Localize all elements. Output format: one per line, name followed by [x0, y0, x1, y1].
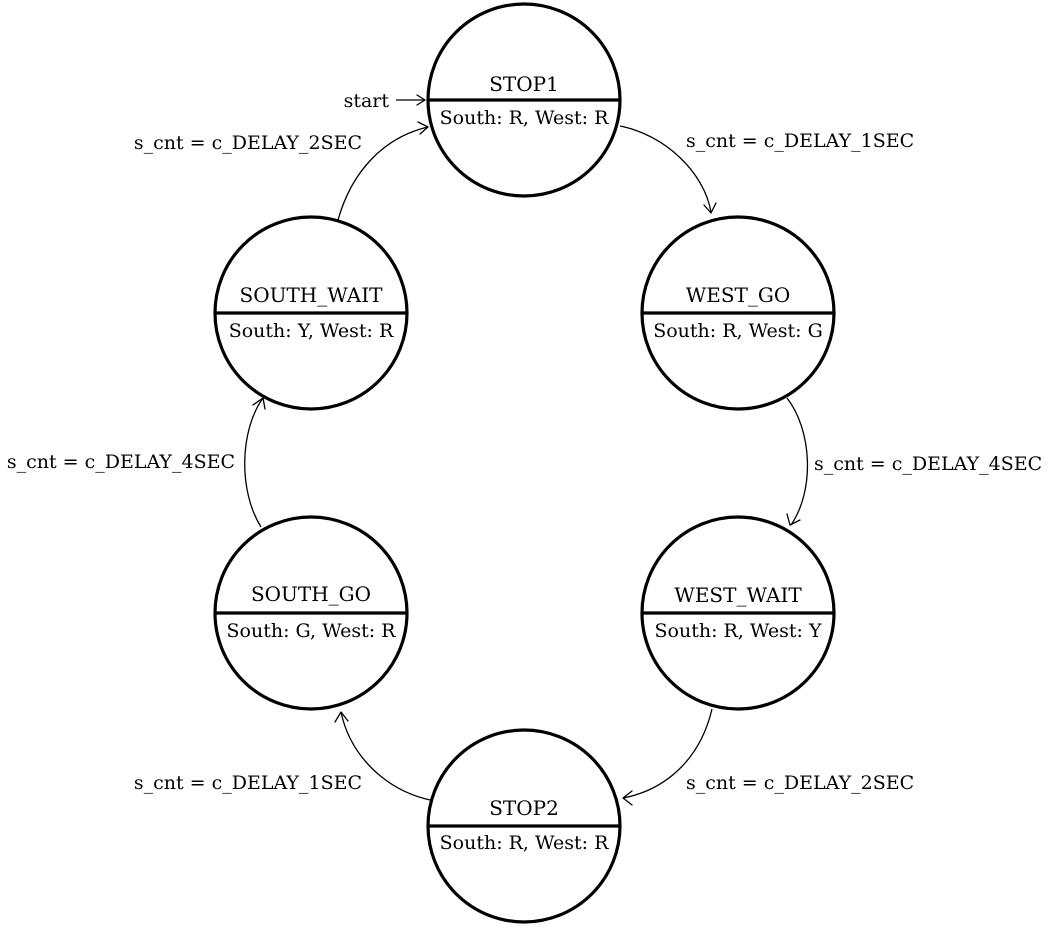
transition-west-wait-to-stop2: s_cnt = c_DELAY_2SEC — [622, 708, 914, 806]
state-south-wait: SOUTH_WAIT South: Y, West: R — [213, 215, 409, 411]
state-name: SOUTH_WAIT — [240, 283, 384, 307]
transition-arrow-head — [703, 202, 717, 214]
state-output: South: R, West: Y — [655, 620, 822, 642]
state-name: WEST_WAIT — [674, 583, 802, 607]
state-name: WEST_GO — [686, 283, 791, 307]
transition-south-wait-to-stop1: s_cnt = c_DELAY_2SEC — [134, 121, 429, 221]
transition-label: s_cnt = c_DELAY_2SEC — [134, 132, 362, 154]
transition-stop2-to-south-go: s_cnt = c_DELAY_1SEC — [134, 711, 431, 801]
transition-stop1-to-west-go: s_cnt = c_DELAY_1SEC — [619, 125, 914, 214]
transition-edge — [244, 397, 264, 528]
transition-label: s_cnt = c_DELAY_4SEC — [814, 453, 1042, 475]
transition-edge — [337, 126, 429, 221]
start-indicator: start — [344, 90, 426, 112]
state-output: South: Y, West: R — [229, 320, 394, 342]
transition-arrow-head — [786, 513, 801, 526]
transition-west-go-to-west-wait: s_cnt = c_DELAY_4SEC — [786, 397, 1042, 526]
state-stop2: STOP2 South: R, West: R — [426, 728, 622, 924]
state-output: South: R, West: R — [440, 832, 609, 854]
state-south-go: SOUTH_GO South: G, West: R — [213, 515, 409, 711]
transition-arrow-head — [252, 397, 266, 410]
state-name: SOUTH_GO — [251, 582, 371, 606]
transition-label: s_cnt = c_DELAY_2SEC — [686, 772, 914, 794]
transition-arrow-head — [417, 121, 429, 135]
state-west-go: WEST_GO South: R, West: G — [640, 215, 836, 411]
transition-label: s_cnt = c_DELAY_4SEC — [7, 451, 235, 473]
state-output: South: R, West: R — [440, 107, 609, 129]
state-output: South: R, West: G — [653, 320, 823, 342]
transition-edge — [786, 397, 809, 526]
state-name: STOP2 — [489, 796, 559, 820]
state-name: STOP1 — [489, 72, 559, 96]
start-label: start — [344, 90, 390, 112]
transition-edge — [619, 125, 712, 213]
state-output: South: G, West: R — [227, 620, 397, 642]
transition-label: s_cnt = c_DELAY_1SEC — [134, 772, 362, 794]
transition-arrow-head — [622, 790, 633, 806]
transition-label: s_cnt = c_DELAY_1SEC — [686, 130, 914, 152]
state-west-wait: WEST_WAIT South: R, West: Y — [640, 515, 836, 711]
transition-edge — [622, 708, 713, 799]
start-arrow-head — [416, 94, 426, 106]
state-stop1: STOP1 South: R, West: R — [426, 2, 622, 198]
transition-edge — [340, 711, 431, 801]
transition-arrow-head — [334, 711, 349, 723]
transition-south-go-to-south-wait: s_cnt = c_DELAY_4SEC — [7, 397, 266, 528]
